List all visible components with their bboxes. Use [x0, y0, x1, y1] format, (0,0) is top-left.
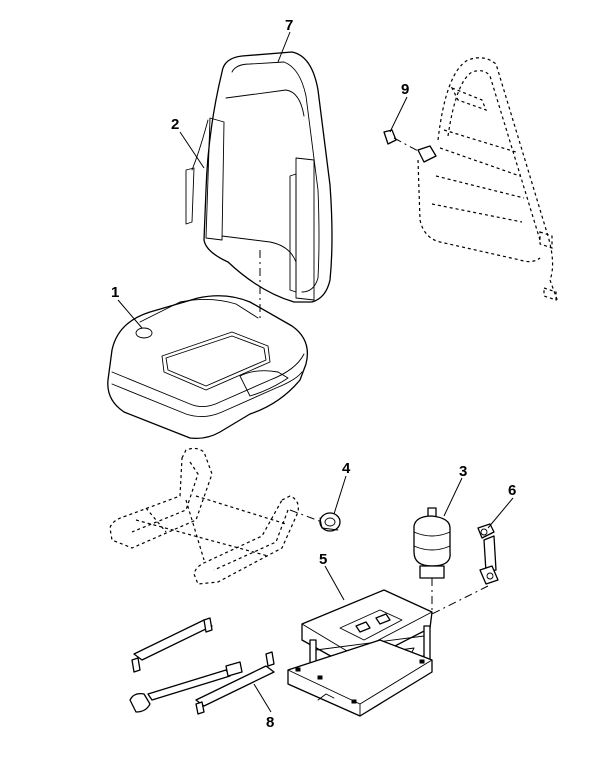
seat-cushion: [107, 295, 309, 440]
air-spring: [413, 507, 451, 579]
backrest-cushion: [185, 51, 333, 303]
callout-5: 5: [319, 551, 327, 568]
callout-labels: 7 2 1 9 4 3 6 5 8: [111, 17, 516, 731]
shock-to-base-line: [419, 585, 489, 621]
callout-1: 1: [111, 284, 119, 301]
callout-leaders: [117, 31, 514, 713]
backrest-frame: [417, 57, 559, 303]
knob: [319, 512, 341, 532]
clip: [383, 129, 437, 163]
suspension-base: [287, 589, 433, 717]
callout-3: 3: [459, 463, 467, 480]
frame-to-knob-line: [289, 509, 323, 523]
slide-rails-lever: [129, 617, 275, 715]
callout-9: 9: [401, 81, 409, 98]
callout-2: 2: [171, 116, 179, 133]
callout-6: 6: [508, 482, 516, 499]
callout-8: 8: [266, 714, 274, 731]
callout-4: 4: [342, 460, 351, 477]
seat-frame: [109, 447, 299, 585]
shock-absorber: [477, 523, 499, 585]
callout-7: 7: [285, 17, 293, 34]
